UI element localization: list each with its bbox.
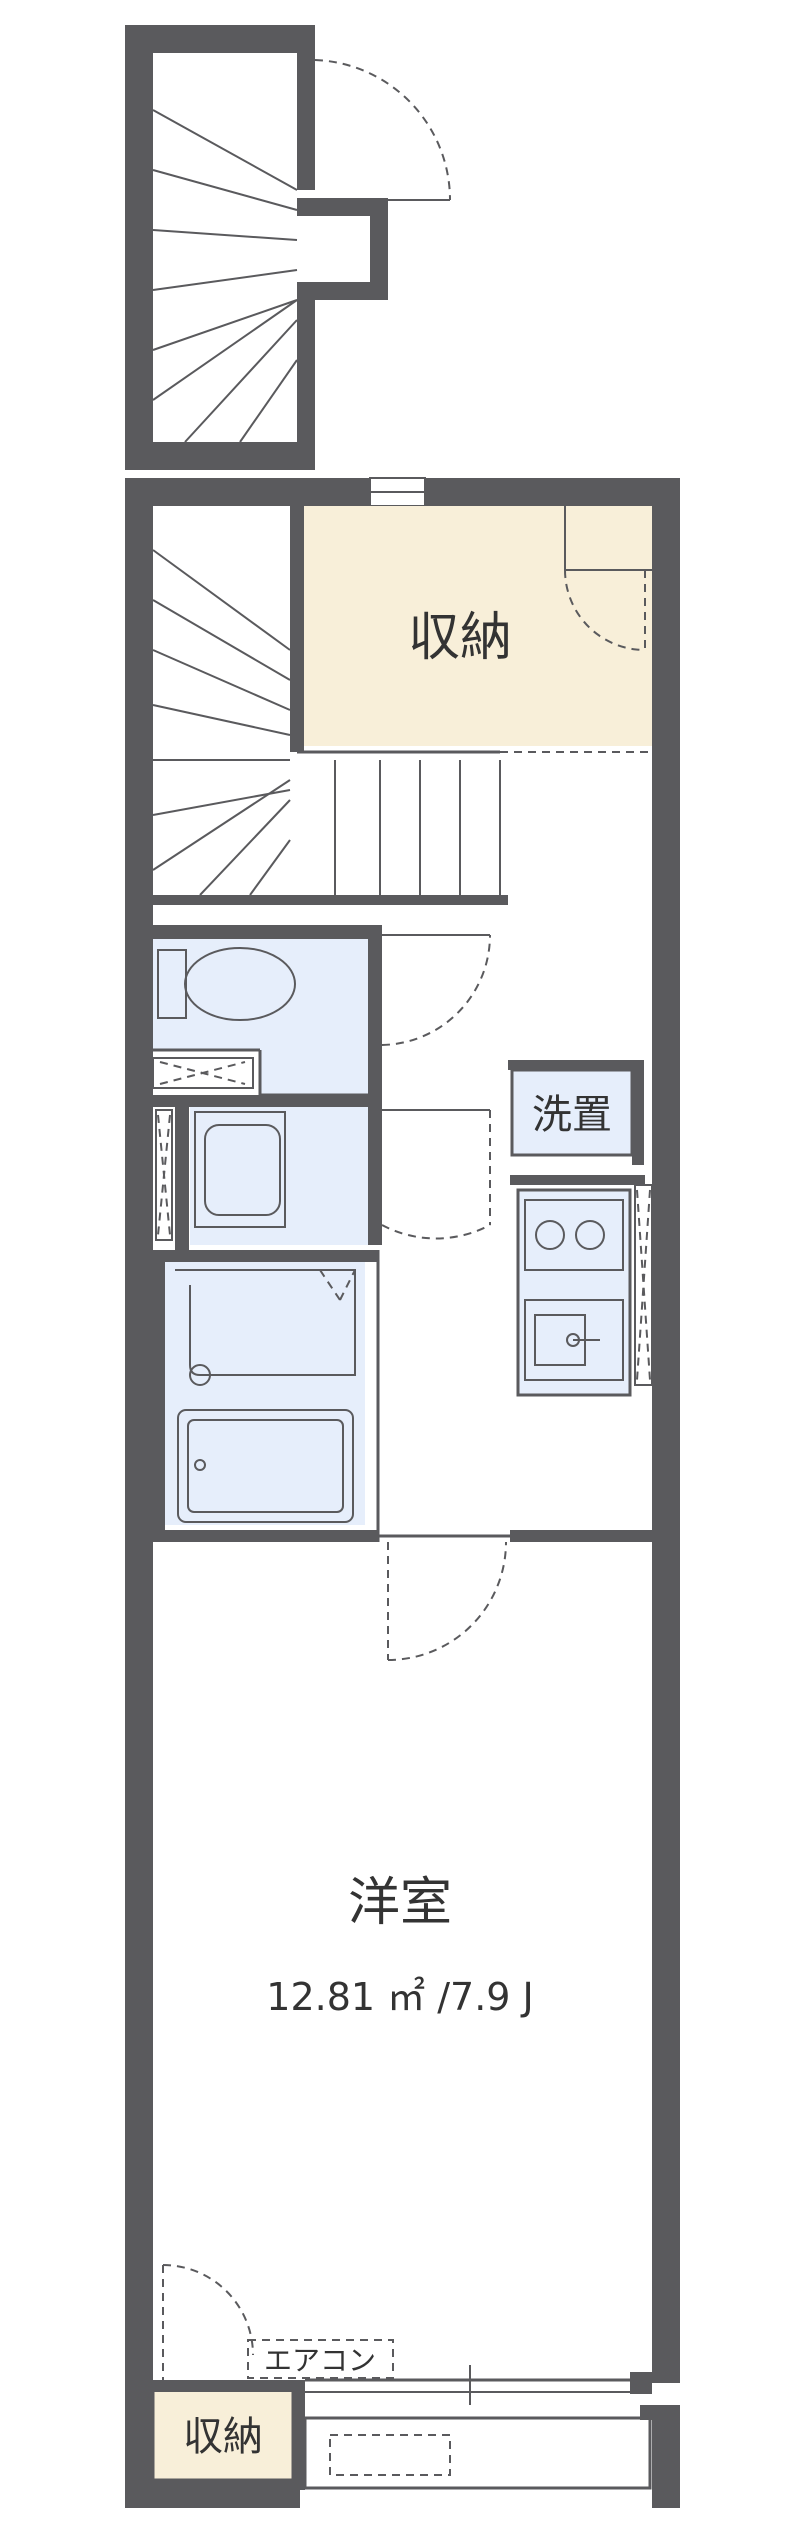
upper-stair-block <box>125 25 451 470</box>
bathroom <box>153 1250 380 1542</box>
balcony-window <box>305 2365 652 2405</box>
washroom <box>153 1095 491 1250</box>
air-conditioner-label: エアコン <box>264 2344 376 2377</box>
washer-space-label: 洗置 <box>532 1092 612 1138</box>
storage-upper-label: 収納 <box>408 608 512 668</box>
lower-stairs <box>152 549 508 905</box>
balcony <box>303 2405 680 2490</box>
upper-stairs <box>152 109 298 443</box>
western-room: 洋室 12.81 ㎡ /7.9 J <box>266 1873 533 2019</box>
kitchen-area: 洗置 <box>508 1060 653 1397</box>
western-room-area: 12.81 ㎡ /7.9 J <box>266 1975 533 2019</box>
toilet-room <box>152 925 491 1245</box>
main-unit: 収納 <box>125 477 680 2508</box>
storage-lower-label: 収納 <box>183 2414 263 2460</box>
storage-room-lower: 収納 <box>151 2264 305 2490</box>
air-conditioner: エアコン <box>247 2339 394 2379</box>
western-room-label: 洋室 <box>348 1873 452 1933</box>
storage-room-upper <box>297 506 652 746</box>
